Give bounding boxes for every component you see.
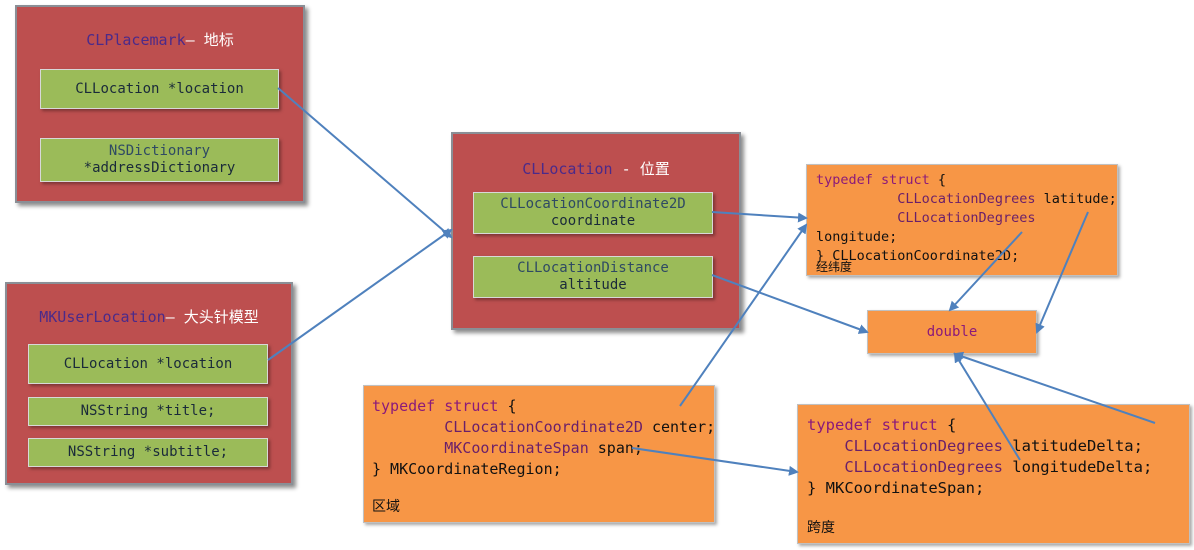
span-line-2: CLLocationDegrees longitudeDelta;	[844, 458, 1153, 476]
coordinate2d-line-0: typedef struct {	[816, 172, 947, 188]
span-line-3: } MKCoordinateSpan;	[807, 479, 985, 497]
arrow-longitudedelta-to-double	[953, 352, 1021, 461]
arrow-region-span-to-span	[631, 447, 799, 476]
coordinate2d-line-2: CLLocationDegrees	[897, 210, 1036, 226]
region-struct-box: typedef struct { CLLocationCoordinate2D …	[363, 385, 715, 523]
coordinate2d-line-1: CLLocationDegrees latitude;	[897, 191, 1117, 207]
region-line-3: } MKCoordinateRegion;	[372, 460, 562, 478]
double-label: double	[926, 324, 978, 340]
placemark-title-class: CLPlacemark	[86, 31, 186, 49]
arrow-latitudedelta-to-double	[953, 351, 1156, 424]
arrow-longitude-to-double	[1035, 211, 1089, 334]
coordinate2d-line-3: longitude;	[816, 229, 898, 245]
cllocation-altitude-field: CLLocationDistance altitude	[473, 256, 713, 298]
arrow-altitude-to-double	[711, 274, 869, 334]
region-line-0: typedef struct {	[372, 397, 517, 415]
region-line-2: MKCoordinateSpan span;	[444, 439, 643, 457]
arrow-userlocation-to-location	[267, 228, 453, 361]
arrow-placemark-to-location	[277, 87, 453, 239]
double-box: double	[867, 310, 1037, 354]
coordinate2d-struct-box: typedef struct { CLLocationDegrees latit…	[806, 164, 1118, 276]
region-line-1: CLLocationCoordinate2D center;	[444, 418, 716, 436]
arrow-latitude-to-double	[948, 231, 1023, 312]
placemark-address-field: NSDictionary *addressDictionary	[40, 138, 279, 182]
placemark-location-field: CLLocation *location	[40, 69, 279, 109]
region-caption: 区域	[372, 499, 400, 515]
cllocation-box: CLLocation - 位置 CLLocationCoordinate2D c…	[451, 132, 741, 330]
arrow-region-center-to-coordinate2d	[679, 223, 808, 407]
userlocation-title: MKUserLocation– 大头针模型	[39, 308, 259, 326]
coordinate2d-line-4: } CLLocationCoordinate2D;	[816, 248, 1020, 264]
coordinate2d-caption: 经纬度	[816, 260, 853, 274]
userlocation-subtitle-field: NSString *subtitle;	[28, 438, 268, 467]
userlocation-title-field: NSString *title;	[28, 397, 268, 426]
cllocation-coordinate-field: CLLocationCoordinate2D coordinate	[473, 192, 713, 234]
userlocation-location-field: CLLocation *location	[28, 344, 268, 384]
span-line-1: CLLocationDegrees latitudeDelta;	[844, 437, 1143, 455]
placemark-box: CLPlacemark– 地标 CLLocation *location NSD…	[15, 5, 305, 203]
span-caption: 跨度	[807, 520, 835, 536]
arrow-coordinate-to-coordinate2d	[711, 211, 808, 223]
span-struct-box: typedef struct { CLLocationDegrees latit…	[797, 404, 1190, 544]
userlocation-box: MKUserLocation– 大头针模型 CLLocation *locati…	[5, 282, 293, 485]
placemark-title: CLPlacemark– 地标	[86, 31, 234, 49]
cllocation-title: CLLocation - 位置	[522, 160, 670, 178]
span-line-0: typedef struct {	[807, 416, 957, 434]
